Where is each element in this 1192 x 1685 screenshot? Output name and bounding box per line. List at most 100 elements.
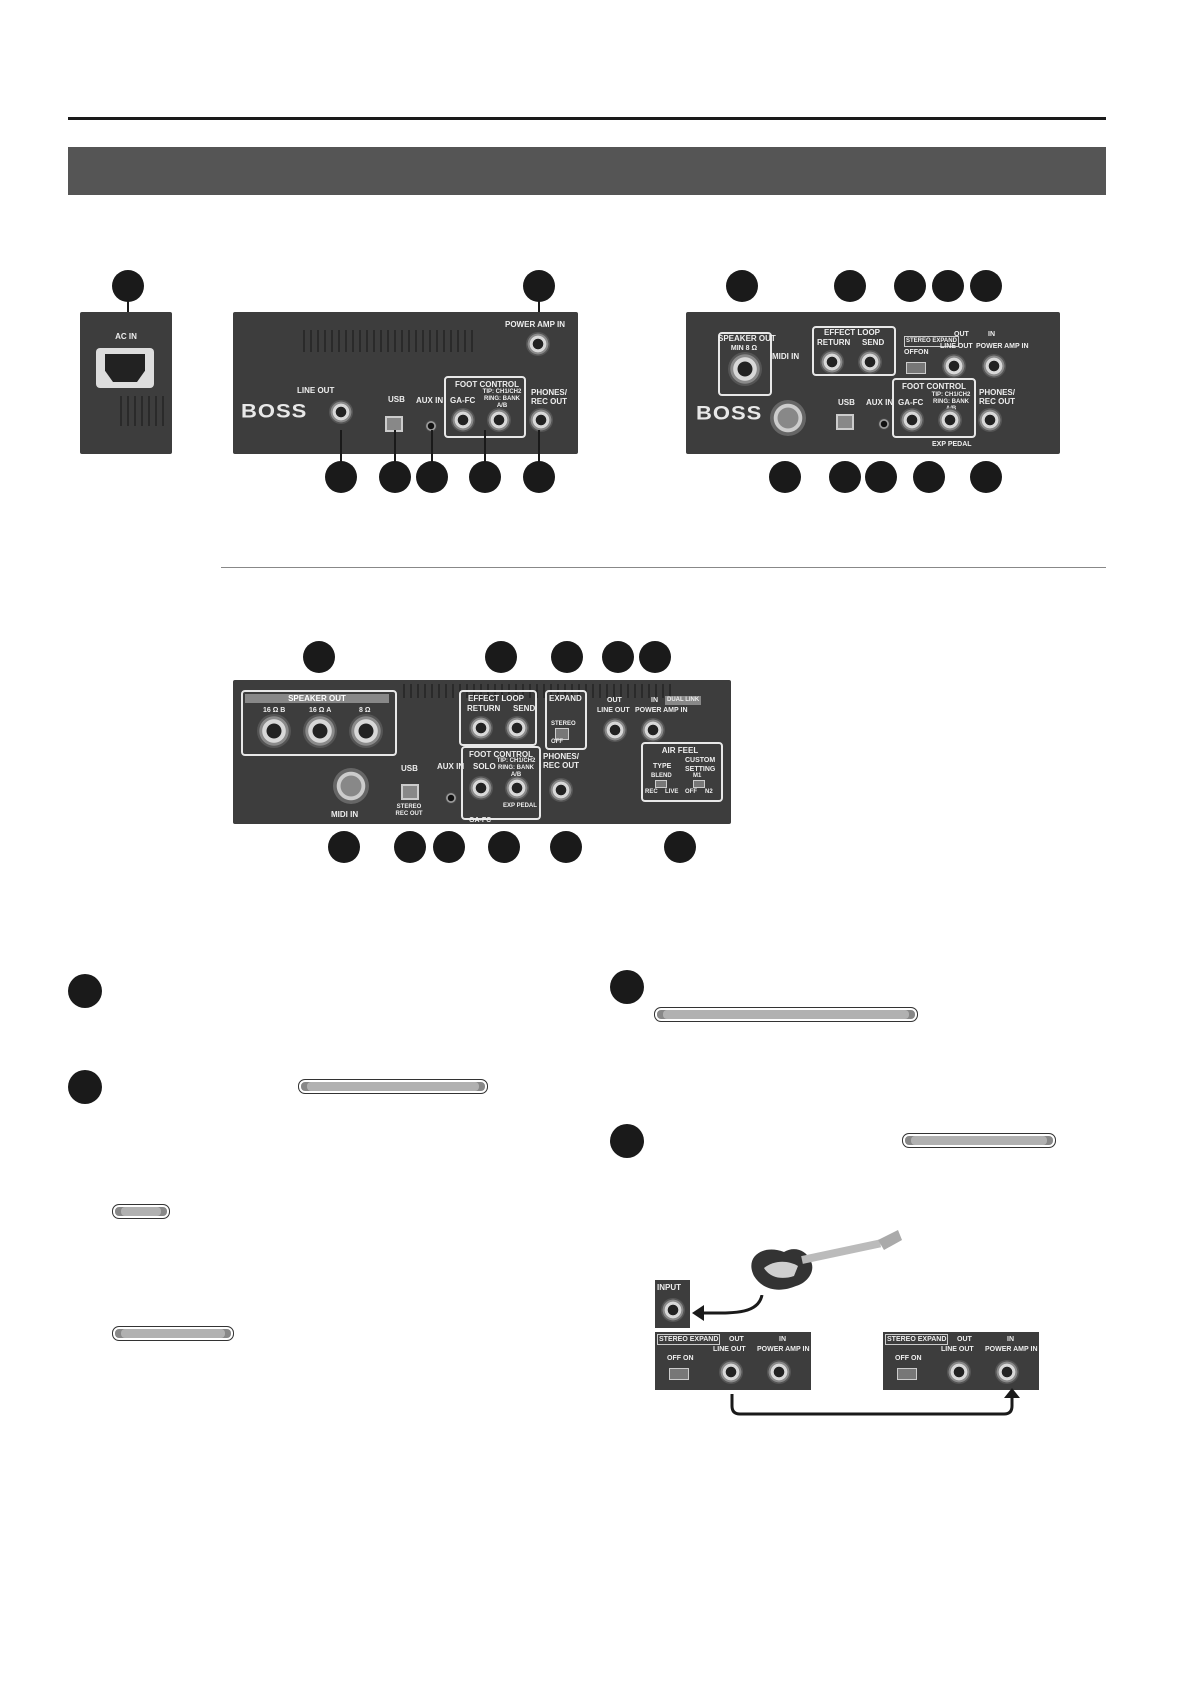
effect-loop-return-jack[interactable] xyxy=(820,350,844,374)
speaker-out-jack[interactable] xyxy=(728,352,762,386)
speaker-out-8ohm-jack[interactable] xyxy=(349,714,383,748)
guitar-illustration xyxy=(744,1226,904,1306)
callout-marker xyxy=(325,461,357,493)
speaker-out-group xyxy=(718,332,772,396)
power-amp-in-jack[interactable] xyxy=(995,1360,1019,1384)
rear-panel-d: SPEAKER OUT 16 Ω B 16 Ω A 8 Ω EFFECT LOO… xyxy=(233,680,731,824)
boss-logo: BOSS xyxy=(241,399,308,422)
callout-marker xyxy=(469,461,501,493)
midi-in-port[interactable] xyxy=(770,400,806,436)
item-marker xyxy=(610,970,644,1004)
boss-logo: BOSS xyxy=(696,401,763,424)
power-amp-in-jack[interactable] xyxy=(982,354,1006,378)
stereo-expand-switch[interactable] xyxy=(669,1368,689,1380)
link-cable xyxy=(722,1388,1022,1418)
power-amp-in-jack[interactable] xyxy=(526,332,550,356)
callout-marker xyxy=(485,641,517,673)
callout-marker xyxy=(726,270,758,302)
aux-in-jack[interactable] xyxy=(878,418,890,430)
callout-marker xyxy=(894,270,926,302)
callout-marker xyxy=(416,461,448,493)
input-jack[interactable] xyxy=(661,1298,685,1322)
model-tag xyxy=(112,1204,170,1219)
callout-marker xyxy=(970,461,1002,493)
custom-setting-switch[interactable] xyxy=(693,780,705,788)
model-tag xyxy=(298,1079,488,1094)
top-rule xyxy=(68,117,1106,120)
line-out-jack[interactable] xyxy=(942,354,966,378)
item-marker xyxy=(68,1070,102,1104)
cable-to-input xyxy=(692,1294,764,1325)
effect-loop-group xyxy=(812,326,896,376)
usb-port[interactable] xyxy=(401,784,419,800)
section-banner xyxy=(68,147,1106,195)
line-out-jack[interactable] xyxy=(603,718,627,742)
solo-jack[interactable] xyxy=(469,776,493,800)
callout-marker xyxy=(433,831,465,863)
power-amp-in-jack[interactable] xyxy=(641,718,665,742)
callout-marker xyxy=(328,831,360,863)
section-divider xyxy=(221,567,1106,568)
air-feel-group xyxy=(641,742,723,802)
midi-in-port[interactable] xyxy=(333,768,369,804)
aux-in-jack[interactable] xyxy=(445,792,457,804)
power-amp-in-jack[interactable] xyxy=(767,1360,791,1384)
effect-loop-send-jack[interactable] xyxy=(858,350,882,374)
callout-marker xyxy=(602,641,634,673)
callout-marker xyxy=(550,831,582,863)
line-out-jack[interactable] xyxy=(719,1360,743,1384)
usb-port[interactable] xyxy=(836,414,854,430)
callout-marker xyxy=(664,831,696,863)
speaker-out-b-jack[interactable] xyxy=(257,714,291,748)
phones-rec-out-jack[interactable] xyxy=(529,408,553,432)
effect-loop-group xyxy=(459,690,537,746)
callout-marker xyxy=(865,461,897,493)
speaker-out-group xyxy=(241,690,397,756)
callout-marker xyxy=(551,641,583,673)
effect-loop-send-jack[interactable] xyxy=(505,716,529,740)
line-out-jack[interactable] xyxy=(947,1360,971,1384)
ac-in-panel: AC IN xyxy=(80,312,172,454)
callout-marker xyxy=(523,461,555,493)
callout-marker xyxy=(932,270,964,302)
callout-marker xyxy=(523,270,555,302)
callout-marker xyxy=(829,461,861,493)
air-feel-type-switch[interactable] xyxy=(655,780,667,788)
item-marker xyxy=(68,974,102,1008)
callout-marker xyxy=(488,831,520,863)
model-tag xyxy=(112,1326,234,1341)
callout-marker xyxy=(769,461,801,493)
stereo-expand-switch[interactable] xyxy=(897,1368,917,1380)
foot-control-group xyxy=(892,378,976,438)
callout-marker xyxy=(394,831,426,863)
aux-in-jack[interactable] xyxy=(425,420,437,432)
foot-control-jack[interactable] xyxy=(487,408,511,432)
callout-marker xyxy=(112,270,144,302)
model-tag xyxy=(902,1133,1056,1148)
effect-loop-return-jack[interactable] xyxy=(469,716,493,740)
callout-marker xyxy=(379,461,411,493)
expand-switch[interactable] xyxy=(555,728,569,740)
foot-control-group xyxy=(461,746,541,820)
speaker-out-a-jack[interactable] xyxy=(303,714,337,748)
item-marker xyxy=(610,1124,644,1158)
ac-in-label: AC IN xyxy=(115,332,137,341)
callout-marker xyxy=(834,270,866,302)
ac-inlet xyxy=(96,348,154,388)
foot-control-jack[interactable] xyxy=(505,776,529,800)
expand-group xyxy=(545,690,587,750)
ga-fc-jack[interactable] xyxy=(900,408,924,432)
line-out-jack[interactable] xyxy=(329,400,353,424)
callout-marker xyxy=(303,641,335,673)
model-tag xyxy=(654,1007,918,1022)
rear-panel-b: POWER AMP IN BOSS LINE OUT USB AUX IN FO… xyxy=(233,312,578,454)
input-panel: INPUT xyxy=(655,1280,690,1328)
foot-control-jack[interactable] xyxy=(938,408,962,432)
phones-rec-out-jack[interactable] xyxy=(549,778,573,802)
ga-fc-jack[interactable] xyxy=(451,408,475,432)
callout-marker xyxy=(639,641,671,673)
stereo-expand-switch[interactable] xyxy=(906,362,926,374)
callout-marker xyxy=(913,461,945,493)
callout-marker xyxy=(970,270,1002,302)
phones-rec-out-jack[interactable] xyxy=(978,408,1002,432)
